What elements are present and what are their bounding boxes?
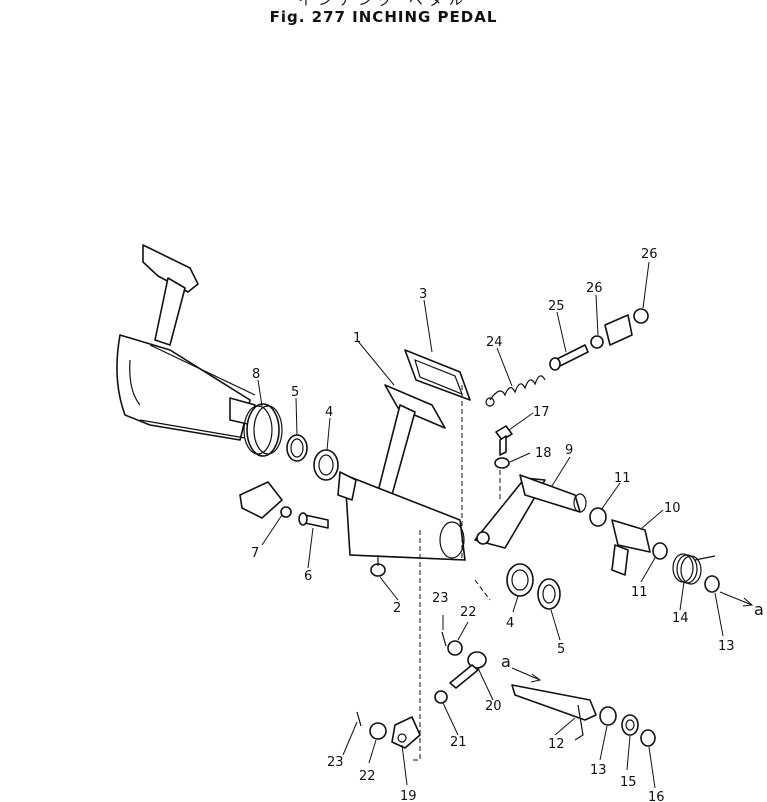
part-18-washer [494,457,510,469]
part-17-bolt [495,425,513,456]
part-13-bushing-lower [599,706,617,726]
part-labels: 1 2 3 4 4 5 5 6 7 8 9 10 11 11 12 13 13 … [251,247,764,802]
label-5-lower: 5 [557,642,565,657]
label-17: 17 [533,405,550,420]
label-7: 7 [251,546,259,561]
part-24-spring [485,375,546,407]
part-14-spring [672,553,716,585]
part-19-clevis [391,716,421,749]
part-7-bracket [239,481,292,519]
label-21: 21 [450,735,467,750]
label-23-lower: 23 [327,755,344,770]
part-6-bolt [298,512,329,529]
part-25-bolt [549,344,589,371]
part-11-bushing-a [589,507,607,527]
label-5-upper: 5 [291,385,299,400]
part-3-pedal-pad [404,349,471,401]
part-23-pin-lower [356,711,362,727]
part-23-pin-upper [441,631,447,647]
label-11-upper: 11 [614,471,631,486]
figure-title-japanese: インチング ペダル [298,0,469,9]
part-26-nut-bracket [590,308,649,349]
part-4-bearing-upper [313,449,339,481]
leader-lines [257,261,724,789]
label-16: 16 [648,790,665,802]
part-20-rod-end [449,651,487,689]
reference-arrow-a-right [719,591,754,607]
label-6: 6 [304,569,312,584]
label-1: 1 [353,331,361,346]
assembly-lines [410,385,501,761]
label-26-right: 26 [641,247,658,262]
part-11-bushing-b [652,542,668,560]
label-18: 18 [535,446,552,461]
part-8-ring [243,403,283,457]
label-20: 20 [485,699,502,714]
label-23-upper: 23 [432,591,449,606]
part-9-arm [474,474,587,549]
part-15-washer [621,714,639,736]
label-4-lower: 4 [506,616,514,631]
label-13-right: 13 [718,639,735,654]
label-ref-a-lower: a [501,652,511,671]
label-ref-a-right: a [754,600,764,619]
label-9: 9 [565,443,573,458]
part-1-pedal-lever [337,384,466,561]
part-5-bushing-lower [537,578,561,610]
label-25: 25 [548,299,565,314]
label-19: 19 [400,789,417,802]
label-15: 15 [620,775,637,790]
part-22-nut-lower [369,722,387,740]
label-11-lower: 11 [631,585,648,600]
part-21-nut [434,690,448,704]
label-4-upper: 4 [325,405,333,420]
label-3: 3 [419,287,427,302]
label-8: 8 [252,367,260,382]
part-16-nut [640,729,656,747]
figure-title: Fig. 277 INCHING PEDAL [269,8,498,26]
label-24: 24 [486,335,503,350]
label-2: 2 [393,601,401,616]
label-12: 12 [548,737,565,752]
label-14: 14 [672,611,689,626]
label-13-lower: 13 [590,763,607,778]
label-10: 10 [664,501,681,516]
reference-arrow-a-lower [511,667,542,683]
label-22-lower: 22 [359,769,376,784]
label-26-left: 26 [586,281,603,296]
part-10-lever-block [611,519,651,576]
part-12-rod [511,684,597,741]
pedal-housing-assembly [116,244,256,441]
part-4-bearing-lower [506,563,534,597]
part-2-nut [370,555,386,577]
part-5-bushing-upper [286,434,308,462]
part-22-nut-upper [447,640,463,656]
part-13-bushing-right [704,575,720,593]
label-22-upper: 22 [460,605,477,620]
